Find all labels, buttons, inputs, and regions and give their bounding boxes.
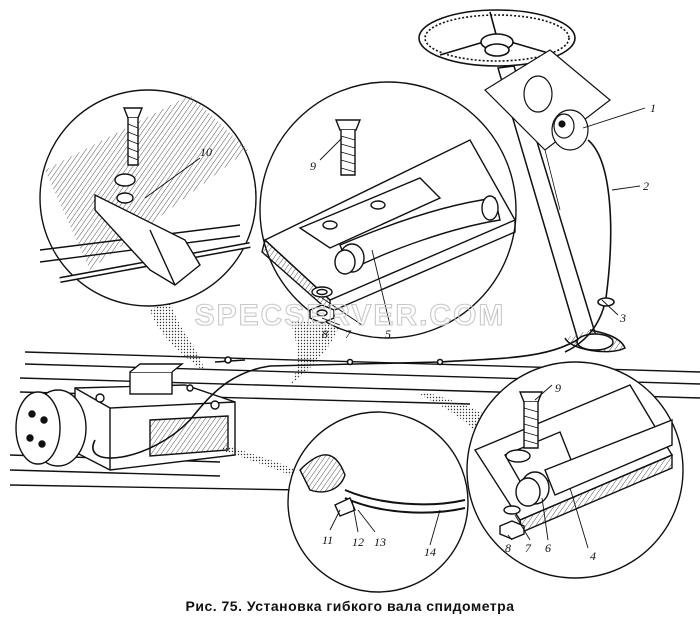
- callout-11: 11: [322, 533, 333, 547]
- callout-9-lower: 9: [555, 381, 561, 395]
- callout-8-lower: 8: [505, 541, 511, 555]
- callout-5: 5: [385, 327, 391, 341]
- callout-labels: 1 2 3 4 5 6 7 8 9 9 10 11 12 13 14 7 8: [200, 101, 656, 563]
- callout-2: 2: [643, 179, 649, 193]
- steering-wheel: [418, 9, 576, 67]
- callout-8-upper: 8: [322, 327, 328, 341]
- gearbox-housing: [74, 363, 236, 471]
- callout-6: 6: [545, 541, 551, 555]
- detail-circle-frame-clamp: [420, 361, 684, 579]
- callout-1: 1: [650, 101, 656, 115]
- flexible-shaft-main: [92, 329, 591, 459]
- callout-7-lower: 7: [525, 541, 532, 555]
- watermark: SPECSERVER.COM: [195, 299, 506, 332]
- drive-flange: [15, 389, 87, 467]
- callout-13: 13: [374, 535, 386, 549]
- callout-10: 10: [200, 145, 212, 159]
- callout-7-upper: 7: [345, 327, 352, 341]
- callout-12: 12: [352, 535, 364, 549]
- callout-14: 14: [424, 545, 436, 559]
- callout-4: 4: [590, 549, 596, 563]
- detail-circle-bracket: [39, 89, 257, 372]
- leader-lines: [144, 107, 646, 549]
- figure-caption: Рис. 75. Установка гибкого вала спидомет…: [185, 598, 515, 614]
- instrument-panel: [484, 49, 611, 151]
- callout-3: 3: [619, 311, 626, 325]
- detail-circle-clamp: [259, 81, 517, 385]
- steering-column: [497, 65, 626, 353]
- callout-9-upper: 9: [310, 159, 316, 173]
- detail-circle-shaft-end: [220, 411, 469, 593]
